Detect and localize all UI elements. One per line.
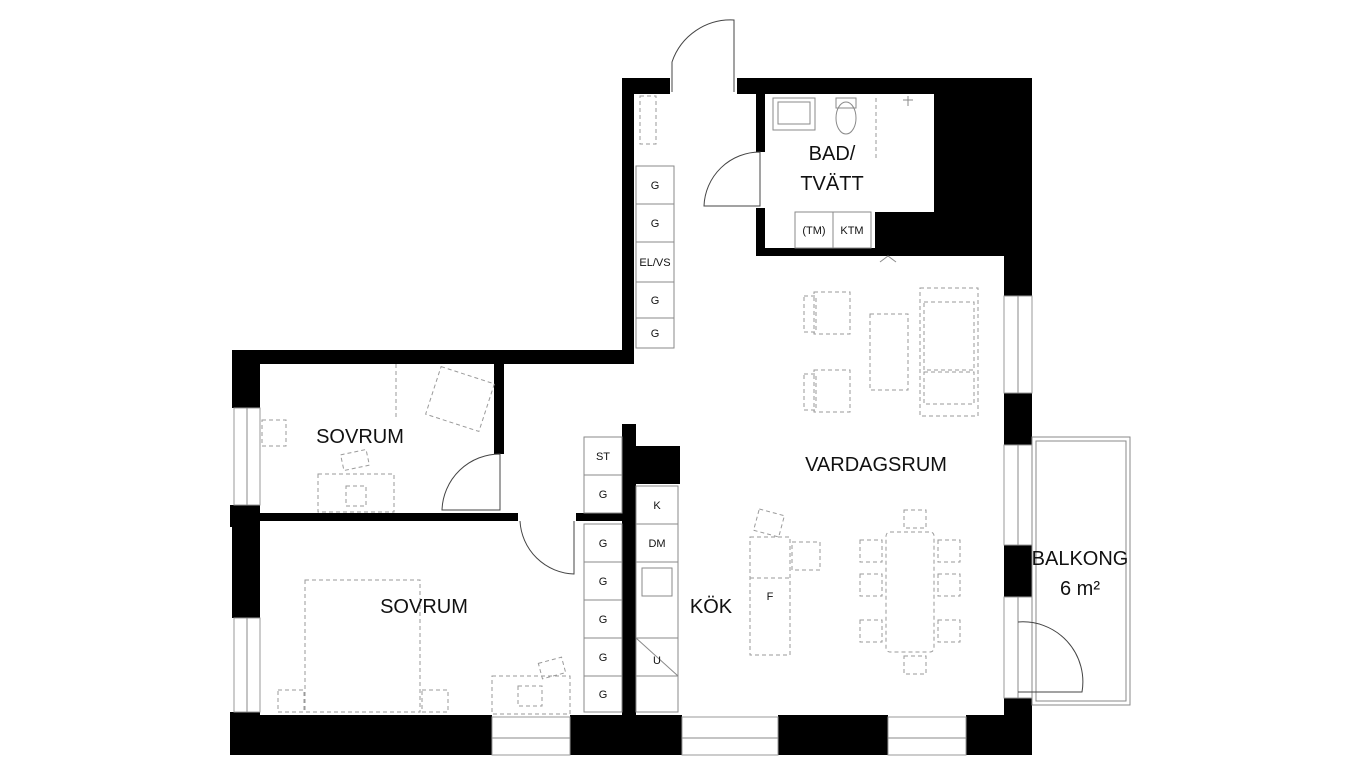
bedroom1-chair: [425, 365, 495, 433]
wall-bath-left-bottom: [756, 208, 765, 256]
balcony-door-swing: [1017, 621, 1084, 693]
cabinet-labels: G G EL/VS G G ST G G G G G G K DM F U (T…: [596, 180, 864, 701]
kitchen-bottom: [635, 675, 679, 713]
corridor-cab-2: [583, 474, 623, 514]
wall-bath-left-top: [756, 92, 765, 152]
wall-right-lower: [1004, 545, 1032, 597]
balcony-rail: [1035, 440, 1127, 702]
wall-kitchen-partition: [622, 424, 636, 755]
wardrobe-2: [583, 561, 623, 601]
balcony: [1017, 436, 1131, 706]
furniture: [261, 287, 979, 715]
corridor-cab-label-2: G: [599, 489, 608, 501]
bedroom-wardrobes: [583, 523, 623, 713]
toilet: [835, 101, 857, 135]
wall-hall-left: [622, 78, 634, 363]
wall-bottom-4: [966, 715, 1032, 755]
kitchen-k: [635, 485, 679, 525]
corridor-cab-label-1: ST: [596, 451, 610, 463]
wall-left-mid2: [232, 522, 260, 618]
label-bath-line2: TVÄTT: [800, 173, 863, 195]
wall-bedroom-divider-r: [576, 513, 628, 521]
coffee-table: [869, 313, 909, 391]
bath-fixtures: [772, 96, 913, 263]
kitchen-label-u: U: [653, 655, 661, 667]
wall-kitchen-block: [636, 446, 680, 484]
label-kitchen: KÖK: [690, 596, 733, 618]
wall-left-top: [232, 350, 260, 408]
label-balcony-area: 6 m²: [1060, 578, 1100, 600]
wardrobe-label-5: G: [599, 689, 608, 701]
bed: [304, 579, 421, 713]
label-living-room: VARDAGSRUM: [805, 454, 947, 476]
hall-cab-5: [635, 317, 675, 349]
wall-bottom-3: [778, 715, 888, 755]
corridor-cabinets: [583, 436, 623, 514]
wall-bedroom1-right: [494, 362, 504, 454]
wall-bottom-1: [232, 715, 492, 755]
kitchen-label-f: F: [767, 591, 774, 603]
dining-table: [885, 531, 935, 653]
bath-door: [703, 151, 761, 207]
windows: [233, 295, 1033, 756]
wall-bottom-2: [570, 715, 682, 755]
hall-cab-label-4: G: [651, 295, 660, 307]
wall-right-mid: [1004, 393, 1032, 445]
label-bedroom-1: SOVRUM: [316, 426, 404, 448]
hall-cab-label-2: G: [651, 218, 660, 230]
wardrobe-5: [583, 675, 623, 713]
doors: [441, 19, 761, 575]
wardrobe-label-4: G: [599, 652, 608, 664]
armchair-1: [813, 291, 851, 335]
window-bottom-1: [491, 716, 571, 756]
wardrobe-label-3: G: [599, 614, 608, 626]
sofa: [919, 287, 979, 417]
dryer-cab: [832, 211, 872, 249]
kitchen-units: [635, 485, 821, 713]
bedroom2-desk: [491, 675, 571, 715]
label-bath-line1: BAD/: [809, 143, 856, 165]
balcony-outline: [1031, 436, 1131, 706]
kitchen-sink-unit: [635, 561, 679, 639]
hall-cab-label-5: G: [651, 328, 660, 340]
bedroom1-door: [441, 453, 501, 511]
laundry-label-ktm: KTM: [840, 225, 863, 237]
wall-bedroom-divider: [260, 513, 518, 521]
wardrobe-1: [583, 523, 623, 563]
wall-shaft-low: [875, 212, 935, 250]
kitchen-label-dm: DM: [648, 538, 665, 550]
kitchen-sink: [641, 567, 673, 597]
corridor-cab-1: [583, 436, 623, 476]
bedroom1-desk: [317, 473, 395, 513]
entrance-door: [671, 19, 735, 92]
window-bottom-3: [887, 716, 967, 756]
label-bedroom-2: SOVRUM: [380, 596, 468, 618]
hall-cab-label-1: G: [651, 180, 660, 192]
kitchen-island: [749, 536, 791, 656]
hall-cab-label-3: EL/VS: [639, 257, 670, 269]
label-balcony: BALKONG: [1032, 548, 1129, 570]
room-labels: BAD/ TVÄTT SOVRUM SOVRUM VARDAGSRUM KÖK …: [316, 143, 1128, 618]
wall-right-top: [1004, 78, 1032, 296]
hall-cabinets: [635, 95, 675, 349]
hall-cab-2: [635, 203, 675, 243]
wall-left-mid: [230, 505, 260, 527]
wall-bath-bottom: [756, 248, 1006, 256]
armchair-2: [813, 369, 851, 413]
laundry-label-tm: (TM): [802, 225, 825, 237]
kitchen-dm: [635, 523, 679, 563]
window-bottom-2: [681, 716, 779, 756]
sink: [772, 97, 816, 131]
wardrobe-label-1: G: [599, 538, 608, 550]
hall-cab-4: [635, 281, 675, 319]
wardrobe-label-2: G: [599, 576, 608, 588]
kitchen-label-k: K: [653, 500, 661, 512]
bedroom2-door: [519, 520, 575, 575]
wall-bedroom-top: [232, 350, 634, 364]
walls: [230, 78, 1032, 755]
